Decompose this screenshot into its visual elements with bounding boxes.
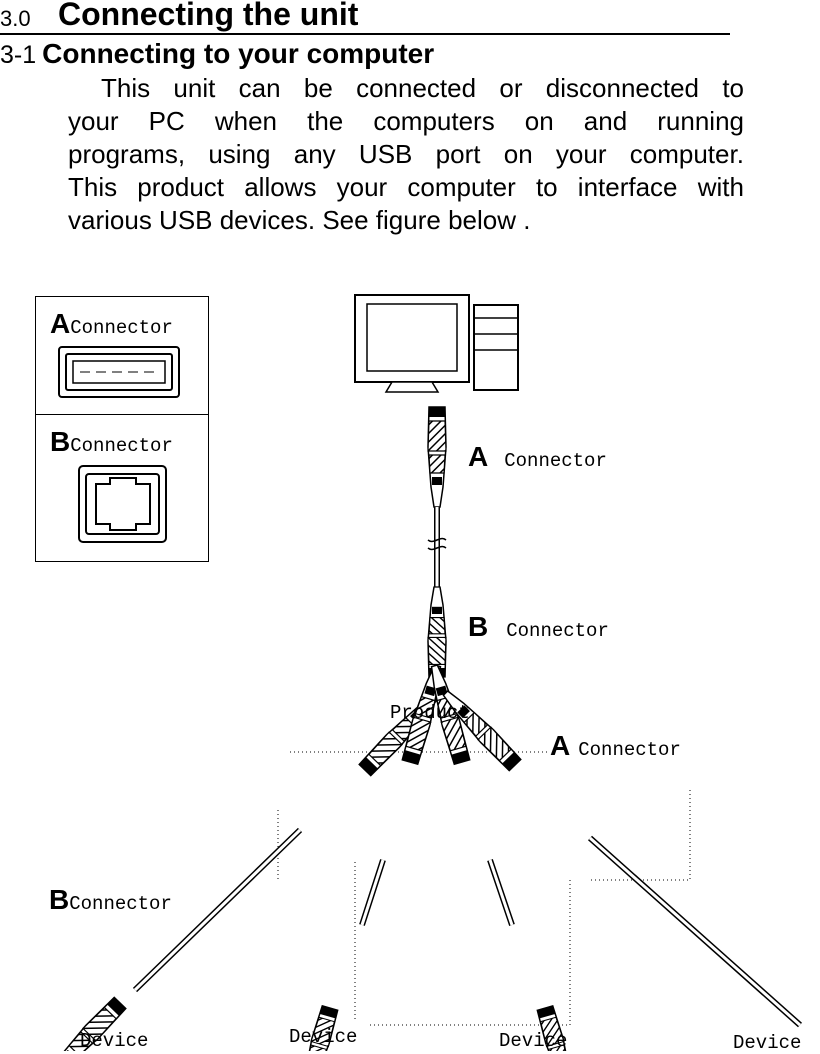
cable-b-letter: B [468, 611, 489, 642]
legend-a-label: AConnector [50, 308, 173, 340]
paragraph-word: any [293, 139, 336, 169]
legend-a-text: Connector [70, 317, 173, 339]
device-label-2: Device [289, 1026, 358, 1048]
hub-b-connector-label: BConnector [49, 884, 172, 916]
legend-b-label: BConnector [50, 426, 173, 458]
paragraph-word: allows [244, 172, 317, 202]
section-number: 3.0 [0, 6, 31, 31]
paragraph-word: can [238, 73, 281, 103]
paragraph-word: unit [173, 73, 216, 103]
paragraph-word: computers [373, 106, 495, 136]
computer-icon [354, 294, 519, 393]
cable-a-text: Connector [504, 450, 607, 472]
device-label-1: Device [80, 1030, 149, 1052]
paragraph-line: various USB devices. See figure below . [68, 204, 744, 237]
paragraph-word: connected [356, 73, 477, 103]
paragraph-word: disconnected [545, 73, 700, 103]
paragraph-word: port [435, 139, 481, 169]
paragraph-word: on [503, 139, 533, 169]
paragraph-word: interface [577, 172, 678, 202]
product-cable [427, 406, 447, 678]
cable-b-text: Connector [506, 620, 609, 642]
hub-cables [43, 662, 802, 1051]
paragraph-word: This [68, 172, 118, 202]
hub-a-connector-label: A Connector [550, 730, 681, 762]
paragraph-word: computer [407, 172, 516, 202]
section-title: Connecting the unit [58, 0, 359, 32]
paragraph-word: to [535, 172, 558, 202]
legend-divider [36, 414, 208, 415]
legend-a-letter: A [50, 308, 71, 339]
paragraph-word: various USB devices. See figure below . [68, 205, 531, 235]
paragraph-word: This [101, 73, 151, 103]
subsection-title: Connecting to your computer [42, 38, 435, 69]
paragraph-word: with [697, 172, 744, 202]
paragraph-word: using [208, 139, 271, 169]
guide-lines [277, 751, 691, 1026]
paragraph-word: when [214, 106, 278, 136]
device-label-3: Device [499, 1030, 568, 1052]
connector-legend [35, 296, 209, 562]
product-label: Product [390, 702, 470, 724]
a-connector-icon [58, 346, 180, 398]
paragraph-word: programs, [68, 139, 186, 169]
paragraph-word: computer. [629, 139, 744, 169]
hub-a-letter: A [550, 730, 571, 761]
paragraph-word: on [524, 106, 554, 136]
cable-a-connector-label: A Connector [468, 441, 607, 473]
paragraph-word: or [499, 73, 523, 103]
legend-b-letter: B [50, 426, 71, 457]
hub-b-letter: B [49, 884, 70, 915]
paragraph-word: be [303, 73, 333, 103]
device-label-4: Device [733, 1032, 802, 1054]
paragraph-word: your [68, 106, 119, 136]
paragraph-word: and [583, 106, 628, 136]
paragraph-word: to [722, 73, 744, 103]
paragraph-word: running [657, 106, 744, 136]
hub-a-text: Connector [578, 739, 681, 761]
paragraph-line: This product allows your computer to interface… [68, 171, 744, 204]
paragraph-word: the [307, 106, 344, 136]
hub-b-text: Connector [69, 893, 172, 915]
paragraph-word: your [336, 172, 388, 202]
legend-b-text: Connector [70, 435, 173, 457]
b-connector-icon [78, 465, 167, 543]
paragraph-word: product [137, 172, 225, 202]
subsection-number: 3-1 [0, 41, 37, 69]
paragraph-word: PC [148, 106, 185, 136]
cable-b-connector-label: B Connector [468, 611, 609, 643]
paragraph-word: your [555, 139, 607, 169]
cable-a-letter: A [468, 441, 489, 472]
paragraph-word: USB [358, 139, 413, 169]
section-heading-3-0: 3.0 Connecting the unit [0, 0, 730, 35]
